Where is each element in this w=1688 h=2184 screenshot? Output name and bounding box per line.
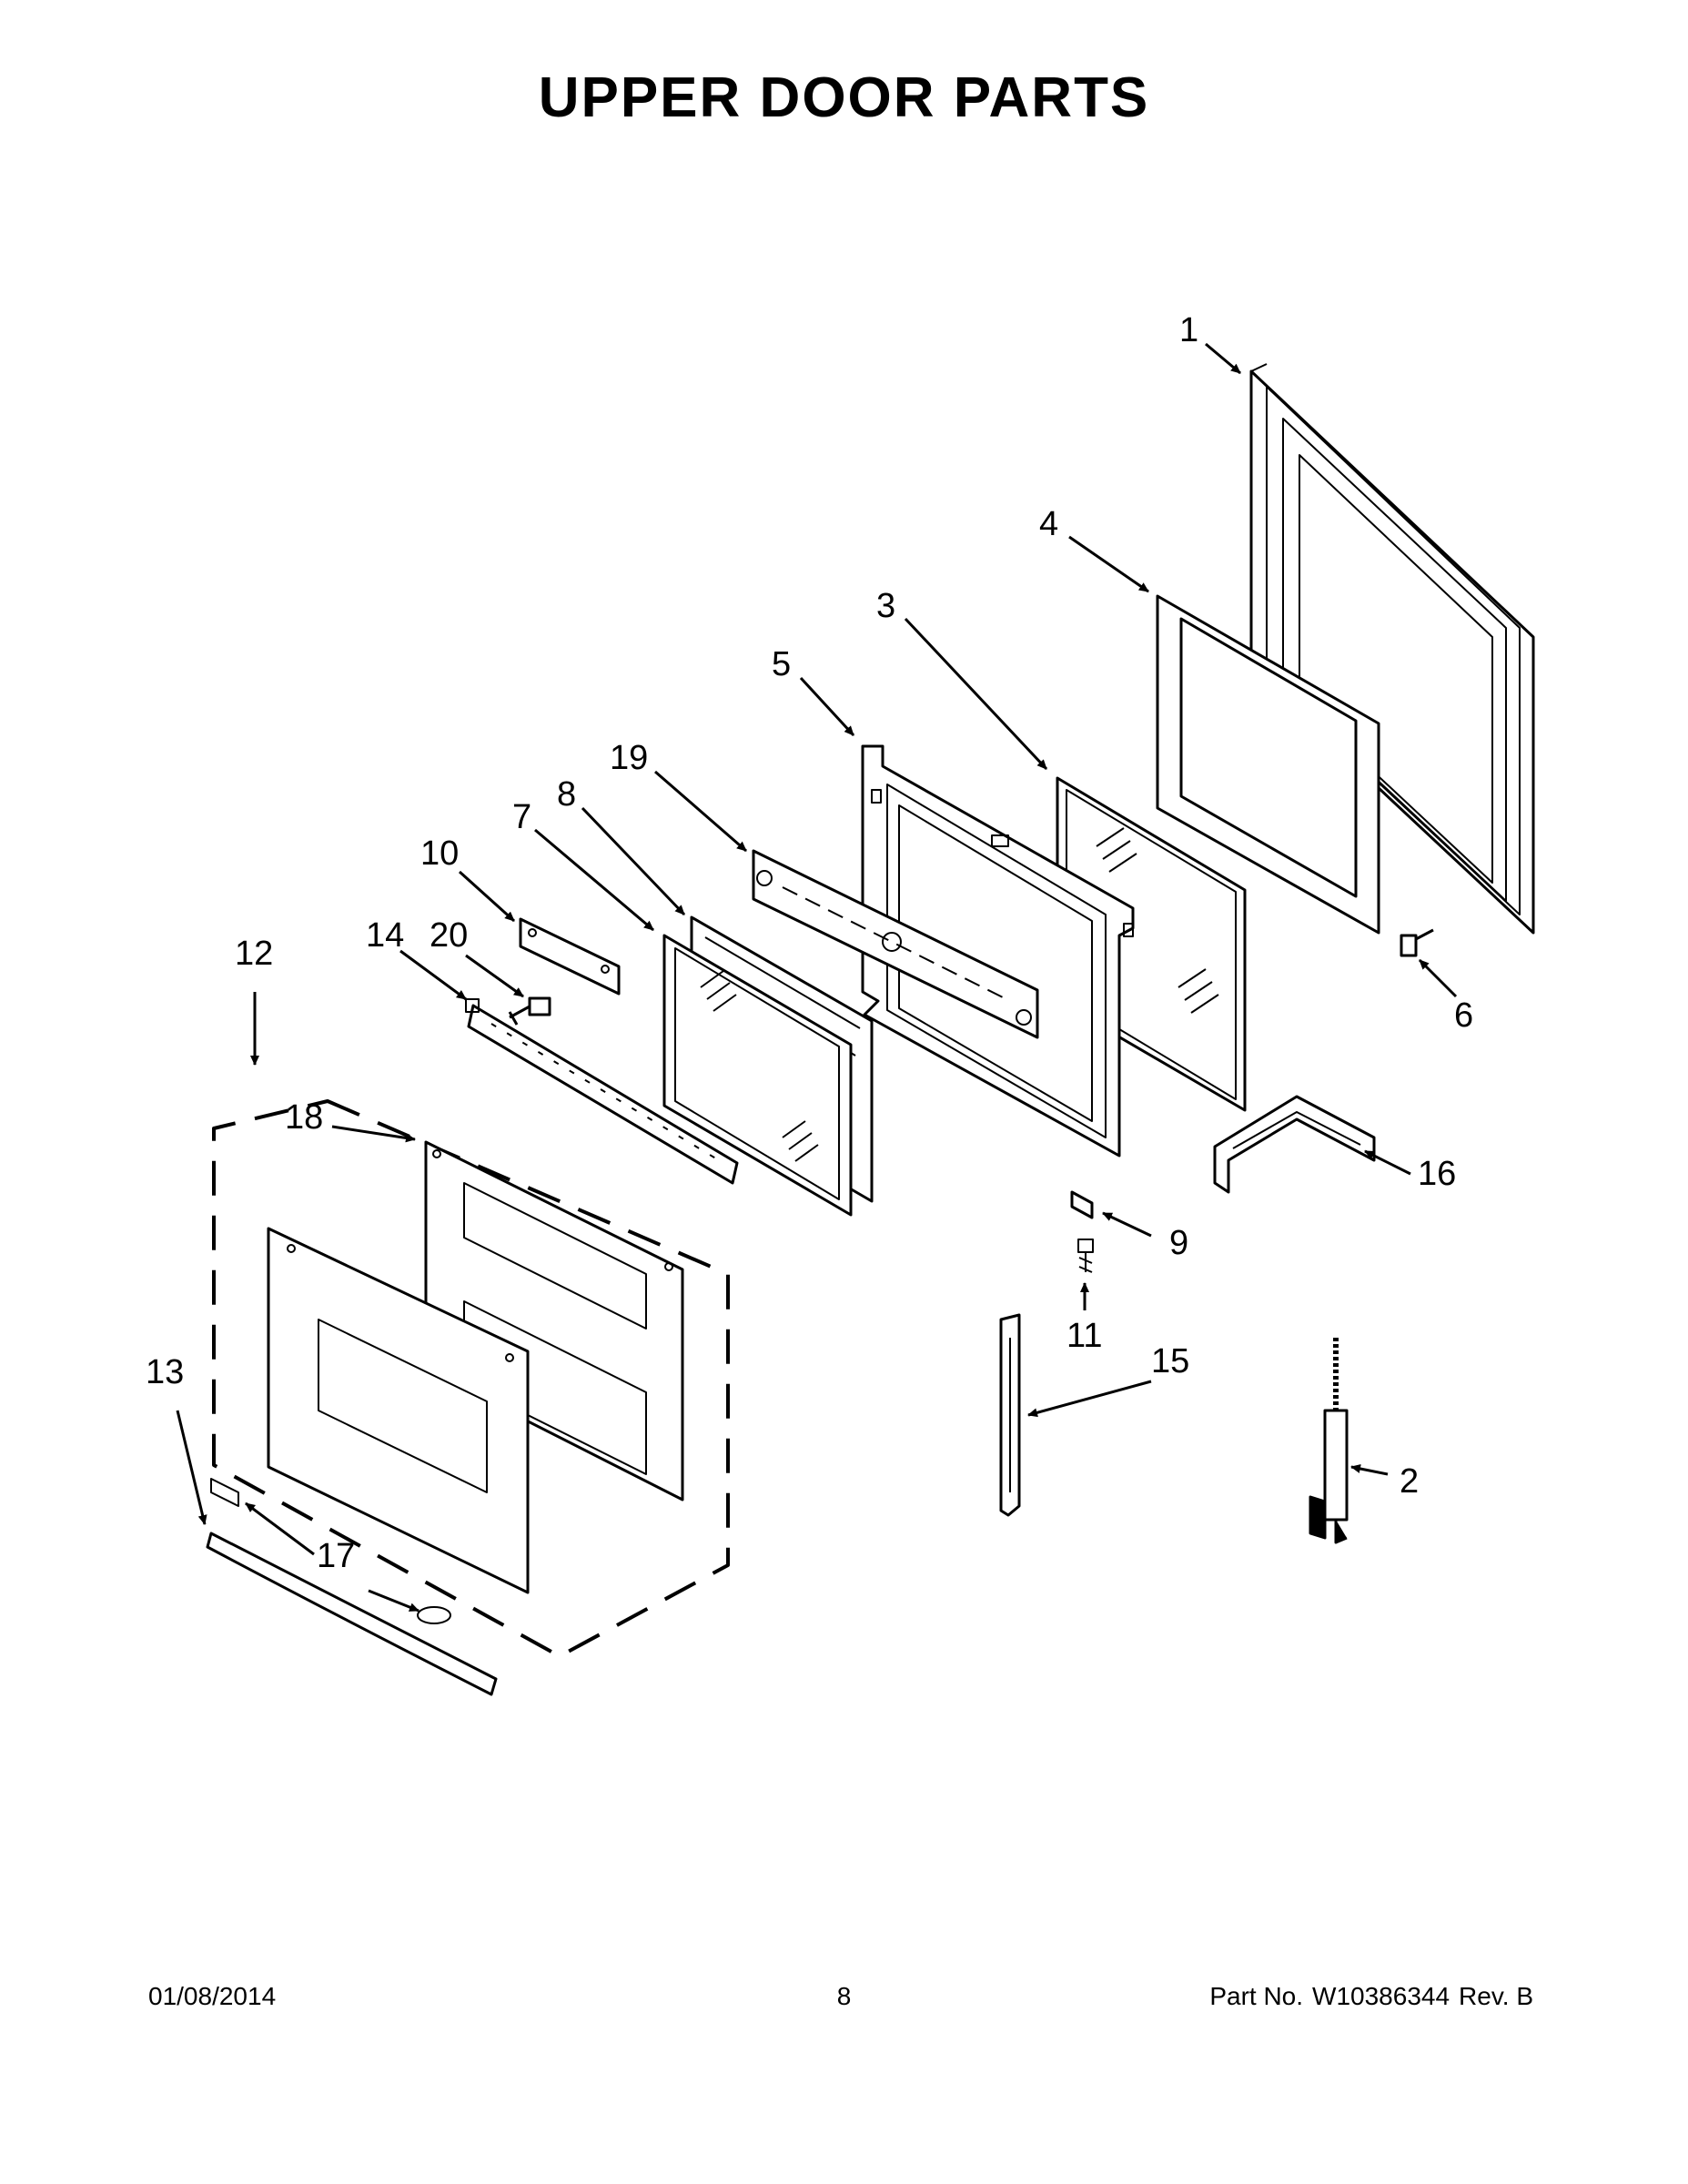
leader-2: [1350, 1464, 1389, 1476]
callout-18: 18: [285, 1098, 323, 1137]
callout-15: 15: [1151, 1342, 1189, 1380]
leader-9: [1102, 1211, 1152, 1238]
footer-part-number: Part No. W10386344 Rev. B: [1200, 1982, 1533, 2011]
footer-date: 01/08/2014: [148, 1982, 277, 2010]
leader-14: [399, 949, 467, 1001]
callout-17: 17: [317, 1537, 355, 1575]
callout-14: 14: [366, 916, 404, 955]
part-18-door-panel-frame: [424, 1140, 684, 1502]
callout-13: 13: [146, 1353, 184, 1391]
callout-1: 1: [1179, 311, 1198, 349]
part-4-door-frame: [1156, 594, 1380, 935]
outer-door-glass-panel: [267, 1227, 530, 1594]
leader-17a: [245, 1502, 315, 1556]
part-1-outer-door-panel: [1249, 363, 1535, 935]
leader-6: [1418, 958, 1458, 998]
callout-9: 9: [1169, 1224, 1188, 1262]
part-6-bumper: [1400, 928, 1434, 957]
leader-3: [904, 617, 1048, 771]
leader-8: [581, 806, 686, 916]
leader-19: [654, 770, 747, 853]
leader-17b: [368, 1589, 419, 1613]
part-14-vent-strip: [465, 998, 739, 1185]
part-13-handle: [206, 1532, 498, 1696]
footer-page-number: 8: [836, 1982, 852, 2010]
callout-3: 3: [876, 587, 895, 625]
callout-20: 20: [430, 916, 468, 955]
part-11-screw: [1077, 1239, 1094, 1273]
leader-10: [458, 870, 516, 923]
callout-19: 19: [610, 739, 648, 777]
part-17-handle-cap: [210, 1478, 451, 1624]
part-2-hinge: [1309, 1338, 1349, 1544]
part-10-bracket: [519, 917, 621, 996]
revision: Rev. B: [1459, 1982, 1533, 2010]
part-9-clip: [1070, 1190, 1094, 1219]
callout-11: 11: [1066, 1317, 1102, 1355]
callout-6: 6: [1454, 996, 1473, 1035]
callout-5: 5: [772, 645, 791, 683]
leader-5: [799, 676, 855, 737]
part-7-front-glass: [662, 934, 853, 1217]
part-label: Part No.: [1209, 1982, 1304, 2010]
callout-2: 2: [1400, 1462, 1419, 1501]
callout-10: 10: [420, 834, 459, 873]
leader-15: [1027, 1380, 1152, 1418]
leader-4: [1068, 535, 1149, 593]
leader-20: [465, 954, 524, 998]
callout-8: 8: [557, 775, 576, 814]
leader-16: [1364, 1149, 1411, 1176]
leader-13: [176, 1410, 207, 1525]
part-19-heat-shield: [752, 849, 1039, 1039]
part-12-door-assembly-outline: [212, 1099, 730, 1658]
leader-1: [1205, 342, 1241, 375]
callout-12: 12: [235, 935, 273, 973]
part-15-hinge-rod: [999, 1313, 1021, 1517]
callout-16: 16: [1418, 1155, 1456, 1193]
part-16-hinge-bracket: [1213, 1095, 1376, 1194]
leader-18: [331, 1125, 416, 1143]
leader-7: [534, 828, 654, 932]
part-number: W10386344: [1312, 1982, 1450, 2010]
page-title: UPPER DOOR PARTS: [538, 66, 1150, 129]
callout-4: 4: [1039, 505, 1058, 543]
callout-7: 7: [512, 798, 531, 836]
part-20-screw: [508, 996, 551, 1026]
